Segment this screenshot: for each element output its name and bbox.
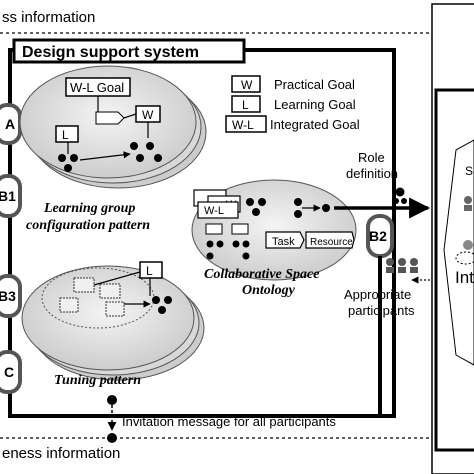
l-goal-box: L (62, 128, 69, 142)
right-panel: Int S (431, 3, 474, 474)
invitation-message: Invitation message for all participants (122, 414, 336, 429)
b2-node: B2 (366, 214, 394, 258)
svg-text:Learning Goal: Learning Goal (274, 97, 356, 112)
svg-text:W-L: W-L (232, 118, 254, 132)
svg-text:B2: B2 (369, 228, 387, 244)
top-band-label: ss information (2, 9, 95, 26)
learning-group-configuration-pattern: W-L Goal W L Learning group configuratio… (19, 65, 207, 233)
invitation-connector: Invitation message for all participants (107, 395, 336, 443)
svg-text:A: A (5, 116, 15, 132)
task-label: Task (272, 236, 295, 248)
resource-label: Resource (310, 237, 353, 248)
right-panel-text: Int (455, 268, 474, 287)
left-node-b1: B1 (0, 174, 22, 218)
goal-legend: W Practical Goal L Learning Goal W-L Int… (225, 75, 360, 133)
svg-text:Integrated Goal: Integrated Goal (270, 117, 360, 132)
role-definition-line1: Role (358, 150, 385, 165)
right-panel-person-icon (455, 196, 474, 265)
ontology-label-line2: Ontology (242, 283, 296, 298)
appropriate-line1: Appropriate (344, 287, 411, 302)
pattern1-label-line1: Learning group (43, 201, 135, 216)
role-definition-line2: definition (346, 166, 398, 181)
system-title: Design support system (22, 44, 199, 61)
person-icon (58, 142, 162, 172)
bottom-band-label: eness information (2, 445, 120, 462)
left-node-c: C (0, 350, 22, 394)
tuning-l-box: L (146, 264, 153, 278)
tuning-pattern: L Tuning pattern (21, 261, 205, 388)
single-participant-icon (393, 187, 407, 204)
left-node-a: A (0, 103, 22, 145)
appropriate-line2: participants (348, 303, 415, 318)
bottom-information-band: eness information (0, 437, 430, 462)
right-panel-s: S (465, 164, 473, 178)
svg-text:W: W (241, 78, 253, 92)
svg-text:Practical Goal: Practical Goal (274, 77, 355, 92)
svg-text:B1: B1 (0, 188, 16, 204)
svg-text:C: C (4, 364, 14, 380)
participants-group-icon (386, 258, 418, 273)
svg-text:B3: B3 (0, 288, 16, 304)
pattern1-label-line2: configuration pattern (26, 218, 150, 233)
tuning-pattern-label: Tuning pattern (54, 373, 141, 388)
ontology-label-line1: Collaborative Space (204, 267, 320, 282)
svg-text:L: L (242, 98, 249, 112)
wl-goal-box: W-L Goal (70, 80, 124, 95)
w-goal-box: W (142, 108, 154, 122)
svg-text:W-L: W-L (204, 205, 224, 217)
system-title-box (12, 38, 246, 64)
left-node-b3: B3 (0, 274, 22, 318)
top-information-band: ss information (0, 9, 430, 34)
collaborative-space-ontology: W W-L Task Resource Collaborative Space … (191, 179, 357, 298)
